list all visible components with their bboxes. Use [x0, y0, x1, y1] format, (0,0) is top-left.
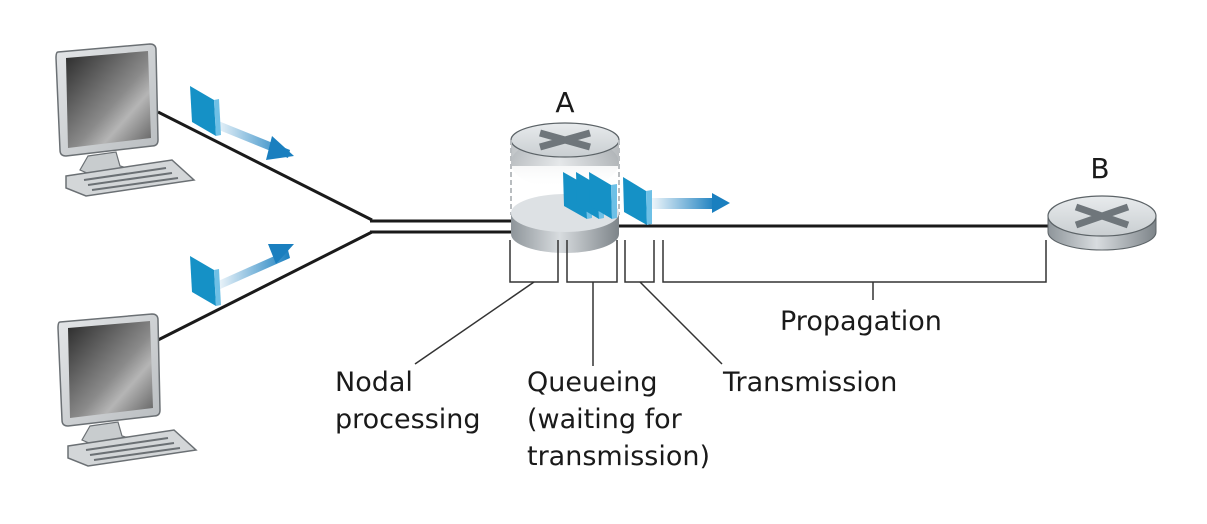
host-computer-1-icon	[55, 43, 196, 197]
label-transmission: Transmission	[723, 364, 897, 401]
packet-host2-icon	[190, 244, 294, 306]
label-line: Queueing	[527, 367, 658, 398]
transmitting-packet-icon	[623, 177, 730, 225]
links	[157, 110, 1050, 342]
bracket-propagation	[662, 240, 1047, 283]
router-b-label: B	[1090, 152, 1109, 185]
router-a-label: A	[555, 86, 574, 119]
bracket-transmission	[624, 240, 655, 283]
link-host1	[157, 110, 373, 222]
label-line: transmission)	[527, 441, 711, 472]
bracket-queueing	[566, 240, 618, 283]
label-nodal-processing: Nodal processing	[335, 364, 481, 438]
link-host2	[157, 230, 373, 342]
label-queueing: Queueing (waiting for transmission)	[527, 364, 710, 475]
label-propagation: Propagation	[780, 303, 942, 340]
label-line: (waiting for	[527, 404, 682, 435]
host-computer-2-icon	[57, 313, 198, 467]
queued-packets-icon	[563, 172, 617, 219]
label-line: Transmission	[723, 367, 898, 398]
packet-host1-icon	[190, 86, 294, 160]
label-line: Nodal	[335, 367, 413, 398]
router-b-icon	[1047, 195, 1157, 251]
leader-transmission	[639, 281, 723, 365]
leader-nodal	[414, 281, 535, 365]
label-line: processing	[335, 404, 481, 435]
label-line: Propagation	[780, 306, 942, 337]
